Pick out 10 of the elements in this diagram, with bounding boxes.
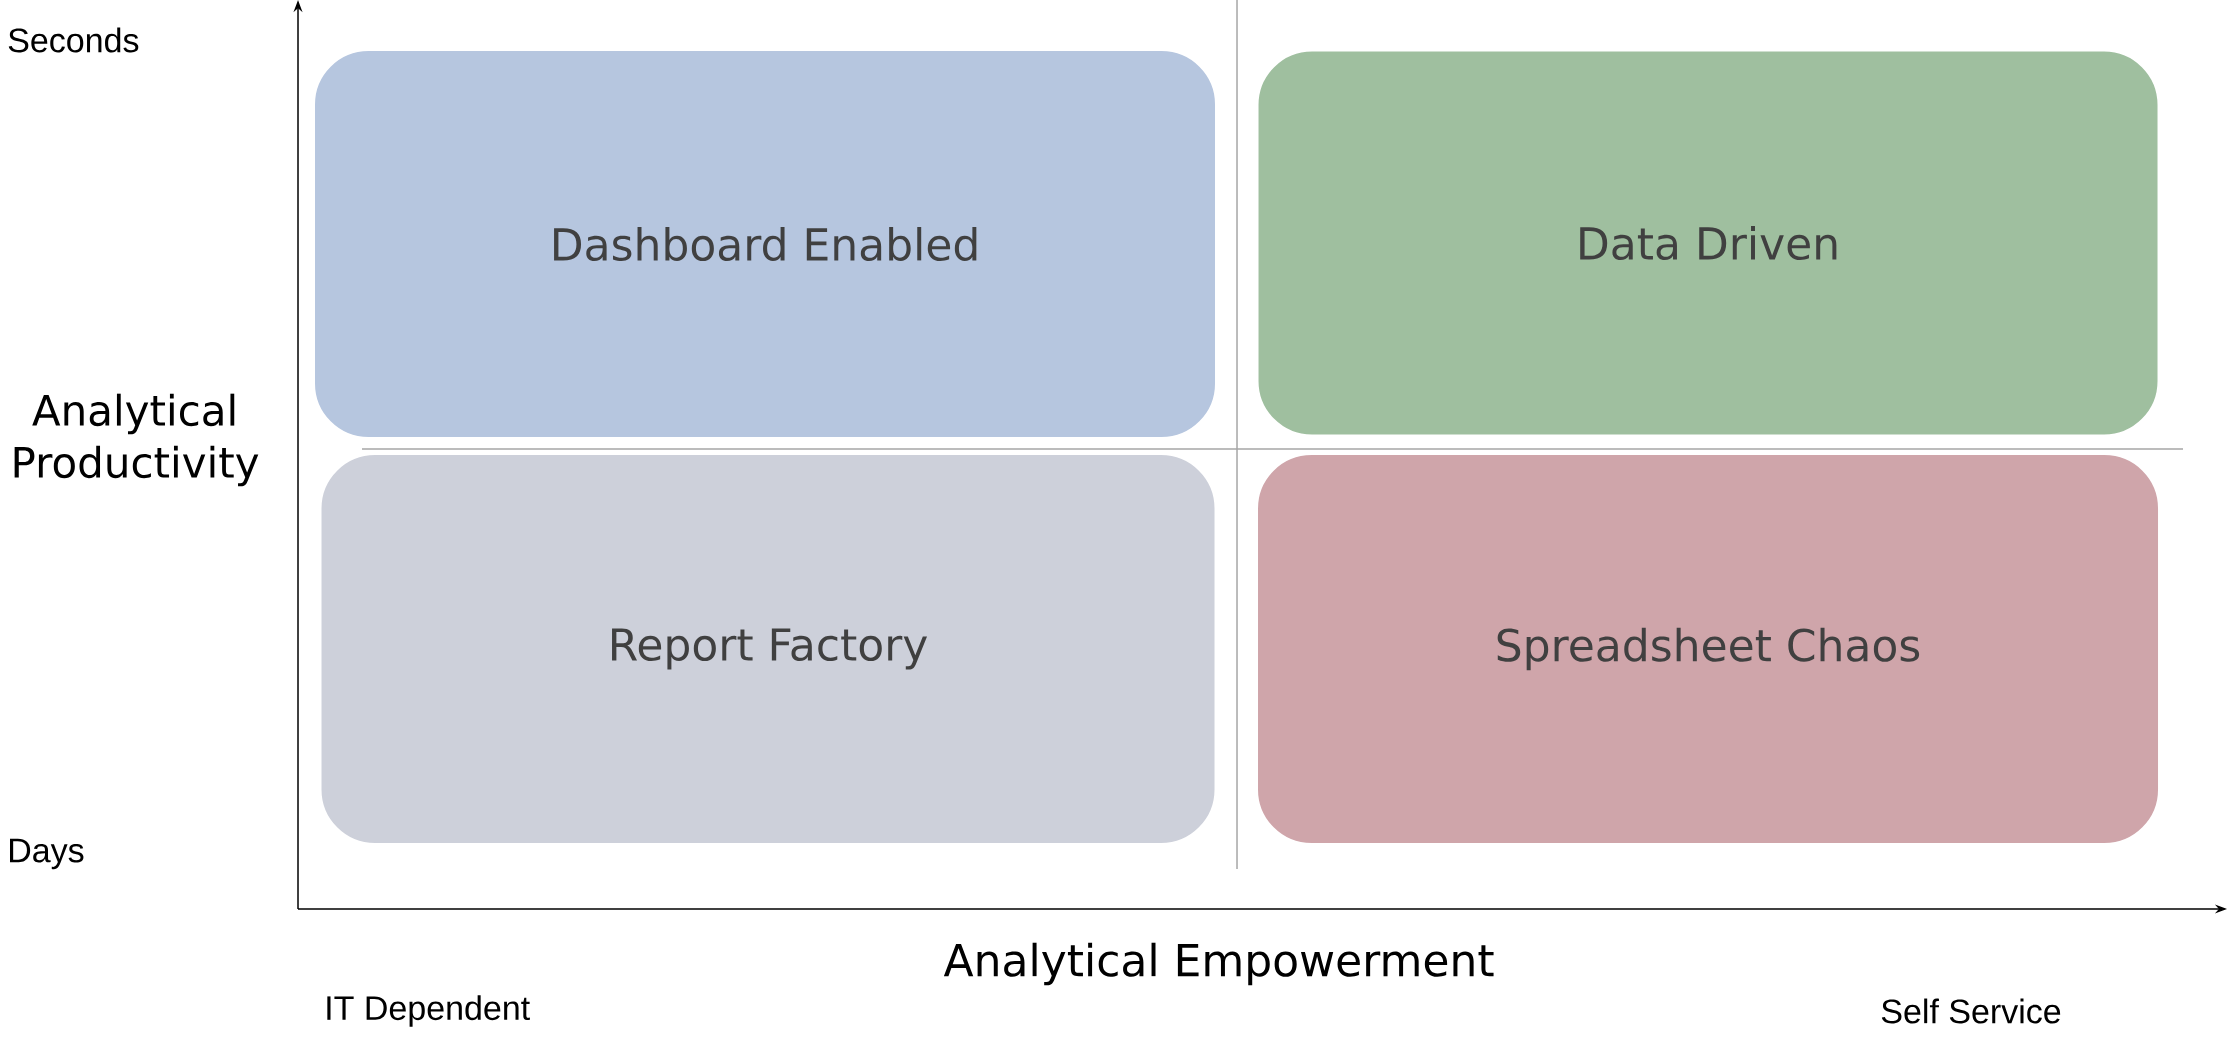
- axis-label: Self Service: [1881, 998, 2061, 1024]
- axis-label: Analytical Empowerment: [943, 942, 1494, 986]
- quadrant-box: Report Factory: [318, 452, 1218, 846]
- axis-label: Seconds: [8, 27, 139, 53]
- axis-label: Days: [10, 838, 84, 870]
- axis-label: Analytical Productivity: [14, 393, 259, 487]
- quadrant-box: Data Driven: [1255, 48, 2161, 438]
- axis-label: IT Dependent: [327, 995, 530, 1027]
- quadrant-box: Spreadsheet Chaos: [1255, 452, 2161, 846]
- quadrant-box: Dashboard Enabled: [312, 48, 1218, 440]
